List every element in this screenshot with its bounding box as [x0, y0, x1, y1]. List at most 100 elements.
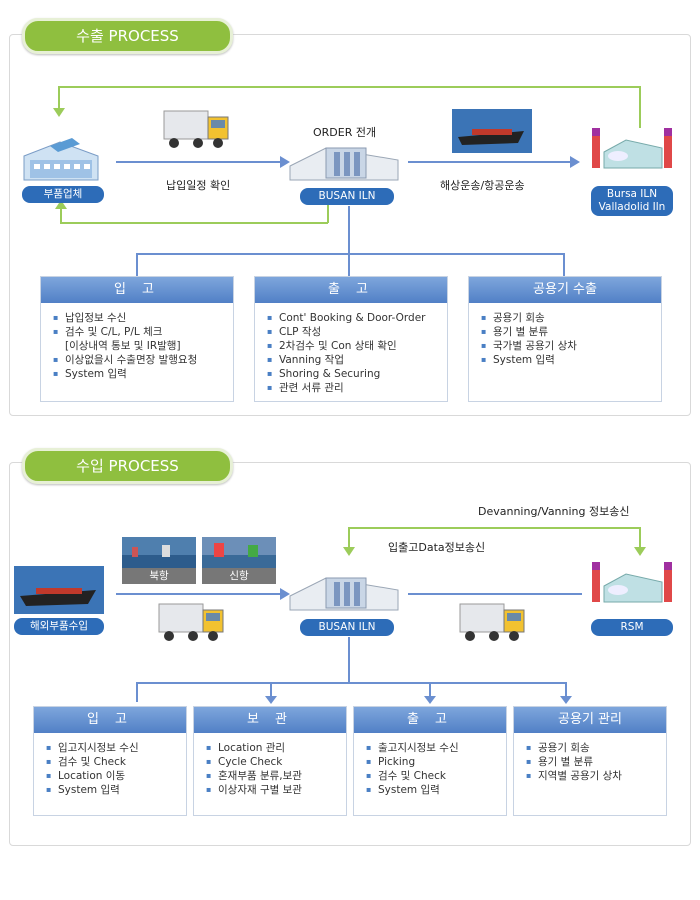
card-item: [이상내역 통보 및 IR발행]	[65, 340, 181, 352]
card-item: 납입정보 수신	[53, 311, 233, 325]
export-branch-mid	[348, 253, 350, 277]
card-title: 공용기 수출	[469, 277, 661, 303]
card-item: Location 이동	[46, 769, 186, 783]
import-branch-3-arrowhead	[424, 696, 436, 704]
destination-plant-icon	[592, 128, 672, 169]
card-item: System 입력	[53, 367, 233, 381]
export-bottom-return-left	[60, 205, 62, 223]
card-item: Location 관리	[206, 741, 346, 755]
export-return-line-left	[58, 86, 60, 112]
import-branch-2	[270, 682, 272, 698]
card-title: 입 고	[34, 707, 186, 733]
export-return-line-top	[58, 86, 640, 88]
card-title: 출 고	[255, 277, 447, 303]
card-item: System 입력	[481, 353, 661, 367]
card-item: Vanning 작업	[267, 353, 447, 367]
import-card-storage: 보 관 Location 관리 Cycle Check 혼재부품 분류,보관 이…	[193, 706, 347, 816]
export-return-arrowhead	[53, 108, 65, 117]
card-item: 공용기 회송	[481, 311, 661, 325]
import-branch-4-arrowhead	[560, 696, 572, 704]
schedule-confirm-label: 납입일정 확인	[166, 179, 231, 192]
card-item: 입고지시정보 수신	[46, 741, 186, 755]
export-card-outbound: 출 고 Cont' Booking & Door-Order CLP 작성 2차…	[254, 276, 448, 402]
export-bottom-return-up	[327, 205, 329, 223]
card-item: 이상자재 구별 보관	[206, 783, 346, 797]
shipping-label: 해상운송/항공운송	[440, 179, 525, 192]
destination-label-line2: Valladolid Iln	[598, 201, 666, 213]
port2-photo-icon	[202, 537, 276, 569]
card-item: System 입력	[46, 783, 186, 797]
card-title: 공용기 관리	[514, 707, 666, 733]
export-bottom-arrowhead	[55, 200, 67, 209]
devanning-label: Devanning/Vanning 정보송신	[478, 505, 630, 518]
export-return-line-right	[639, 86, 641, 128]
factory-building-icon	[23, 138, 99, 181]
card-item: 용기 별 분류	[481, 325, 661, 339]
card-item: 국가별 공용기 상차	[481, 339, 661, 353]
import-data-right-arrowhead	[634, 547, 646, 556]
supplier-label: 부품업체	[22, 186, 104, 203]
import-branch-3	[429, 682, 431, 698]
import-source-to-hub-arrowhead	[280, 588, 290, 600]
card-title: 입 고	[41, 277, 233, 303]
import-branch-4	[565, 682, 567, 698]
import-ship-icon	[14, 566, 104, 614]
card-item: 검수 및 Check	[46, 755, 186, 769]
card-item: 출고지시정보 수신	[366, 741, 506, 755]
card-item: 관련 서류 관리	[267, 381, 447, 395]
export-branch-left	[136, 253, 138, 277]
hub-to-dest-arrowhead	[570, 156, 580, 168]
card-item: 용기 별 분류	[526, 755, 666, 769]
card-item: 이상없을시 수출면장 발행요청	[53, 353, 233, 367]
destination-label-line1: Bursa ILN	[606, 188, 658, 200]
truck-icon	[163, 110, 229, 148]
warehouse-icon	[289, 147, 399, 181]
import-data-left-arrowhead	[343, 547, 355, 556]
import-data-right	[639, 527, 641, 549]
import-warehouse-icon	[289, 577, 399, 611]
card-item: 혼재부품 분류,보관	[206, 769, 346, 783]
import-hub-label: BUSAN ILN	[300, 619, 394, 636]
import-data-line	[348, 527, 640, 529]
port1-photo-icon	[122, 537, 196, 569]
order-label: ORDER 전개	[313, 126, 377, 139]
card-item: Picking	[366, 755, 506, 769]
export-hub-down-line	[348, 206, 350, 254]
export-card-inbound: 입 고 납입정보 수신 검수 및 C/L, P/L 체크 [이상내역 통보 및 …	[40, 276, 234, 402]
supplier-to-hub-arrowhead	[280, 156, 290, 168]
card-item: Cont' Booking & Door-Order	[267, 311, 447, 325]
import-card-container: 공용기 관리 공용기 회송 용기 별 분류 지역별 공용기 상차	[513, 706, 667, 816]
import-hub-down-line	[348, 637, 350, 683]
import-card-inbound: 입 고 입고지시정보 수신 검수 및 Check Location 이동 Sys…	[33, 706, 187, 816]
card-item: 2차검수 및 Con 상태 확인	[267, 339, 447, 353]
destination-label: Bursa ILN Valladolid Iln	[591, 186, 673, 216]
import-hub-to-rsm-line	[408, 593, 582, 595]
card-item: Cycle Check	[206, 755, 346, 769]
import-branch-1	[136, 682, 138, 702]
export-hub-label: BUSAN ILN	[300, 188, 394, 205]
card-item: Shoring & Securing	[267, 367, 447, 381]
ship-icon	[452, 109, 532, 153]
export-card-container: 공용기 수출 공용기 회송 용기 별 분류 국가별 공용기 상차 System …	[468, 276, 662, 402]
card-title: 출 고	[354, 707, 506, 733]
io-data-label: 입출고Data정보송신	[388, 541, 486, 554]
card-item: 지역별 공용기 상차	[526, 769, 666, 783]
supplier-to-hub-arrow	[116, 161, 282, 163]
import-card-outbound: 출 고 출고지시정보 수신 Picking 검수 및 Check System …	[353, 706, 507, 816]
import-title: 수입 PROCESS	[22, 448, 233, 484]
import-branch-line	[136, 682, 566, 684]
card-title: 보 관	[194, 707, 346, 733]
export-bottom-return-line	[60, 222, 328, 224]
export-branch-line	[136, 253, 564, 255]
rsm-plant-icon	[592, 562, 672, 603]
card-item: 검수 및 Check	[366, 769, 506, 783]
card-item: 검수 및 C/L, P/L 체크	[53, 325, 233, 339]
port2-label: 신항	[202, 568, 276, 584]
export-branch-right	[563, 253, 565, 277]
import-truck-right-icon	[459, 603, 525, 641]
card-item: System 입력	[366, 783, 506, 797]
port1-label: 북항	[122, 568, 196, 584]
export-title: 수출 PROCESS	[22, 18, 233, 54]
import-source-label: 해외부품수입	[14, 618, 104, 635]
import-source-to-hub-arrow	[116, 593, 282, 595]
